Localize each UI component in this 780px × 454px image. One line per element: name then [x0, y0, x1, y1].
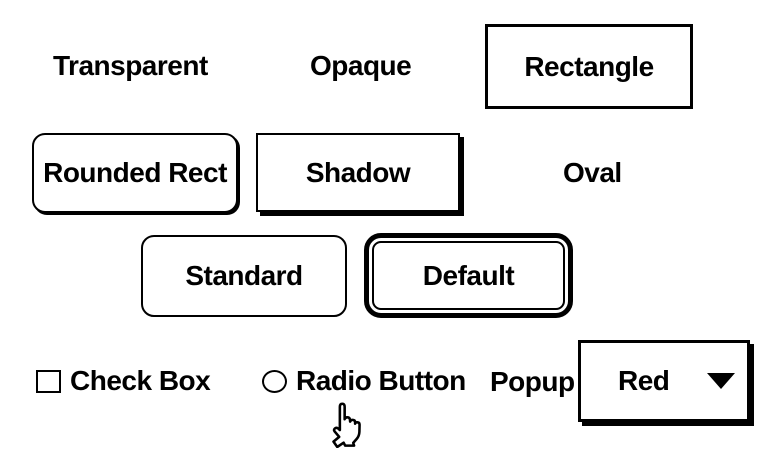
- popup-menu[interactable]: Red: [578, 340, 750, 422]
- default-button-label: Default: [422, 259, 515, 291]
- popup-label: Popup: [490, 366, 575, 397]
- oval-button[interactable]: Oval: [563, 157, 622, 188]
- radio-field[interactable]: Radio Button: [262, 366, 466, 396]
- popup-selected-value: Red: [618, 365, 670, 396]
- standard-button[interactable]: Standard: [141, 235, 347, 317]
- checkbox-field[interactable]: Check Box: [36, 365, 211, 396]
- radio-button[interactable]: [262, 369, 287, 393]
- popup-arrow-icon: [707, 373, 735, 389]
- shadow-button-label: Shadow: [305, 156, 411, 188]
- rounded-rect-button-label: Rounded Rect: [43, 157, 227, 188]
- standard-button-label: Standard: [185, 260, 303, 291]
- default-button[interactable]: Default: [364, 233, 573, 318]
- pointing-hand-cursor-icon: [332, 402, 361, 448]
- rectangle-button-label: Rectangle: [524, 50, 654, 82]
- opaque-button[interactable]: Opaque: [310, 50, 412, 81]
- rectangle-button[interactable]: Rectangle: [485, 24, 693, 109]
- checkbox-label: Check Box: [70, 365, 211, 396]
- transparent-button[interactable]: Transparent: [53, 50, 208, 81]
- default-button-inner-ring: Default: [372, 241, 565, 310]
- checkbox[interactable]: [36, 369, 61, 393]
- shadow-button[interactable]: Shadow: [256, 133, 460, 212]
- rounded-rect-button[interactable]: Rounded Rect: [32, 133, 238, 213]
- radio-button-label: Radio Button: [296, 365, 466, 396]
